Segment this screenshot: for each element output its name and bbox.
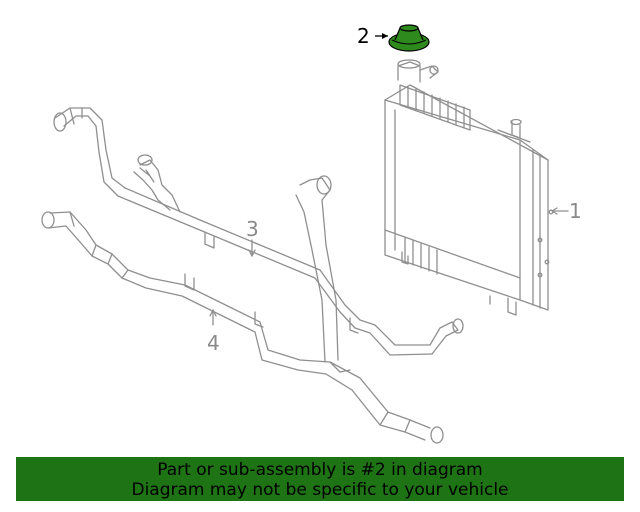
callout-4: 4 — [207, 331, 220, 355]
hose-assembly-4 — [41, 211, 444, 444]
highlighted-part-2 — [388, 24, 430, 52]
callout-3: 3 — [246, 217, 259, 241]
radiator — [384, 59, 554, 316]
banner-line-2: Diagram may not be specific to your vehi… — [131, 480, 509, 500]
info-banner: Part or sub-assembly is #2 in diagram Di… — [16, 457, 624, 501]
callout-2: 2 — [357, 24, 370, 48]
banner-line-1: Part or sub-assembly is #2 in diagram — [157, 460, 483, 480]
callout-1: 1 — [569, 199, 582, 223]
hose-assembly-3 — [53, 107, 464, 363]
parts-diagram: 1 2 3 4 — [41, 24, 582, 444]
